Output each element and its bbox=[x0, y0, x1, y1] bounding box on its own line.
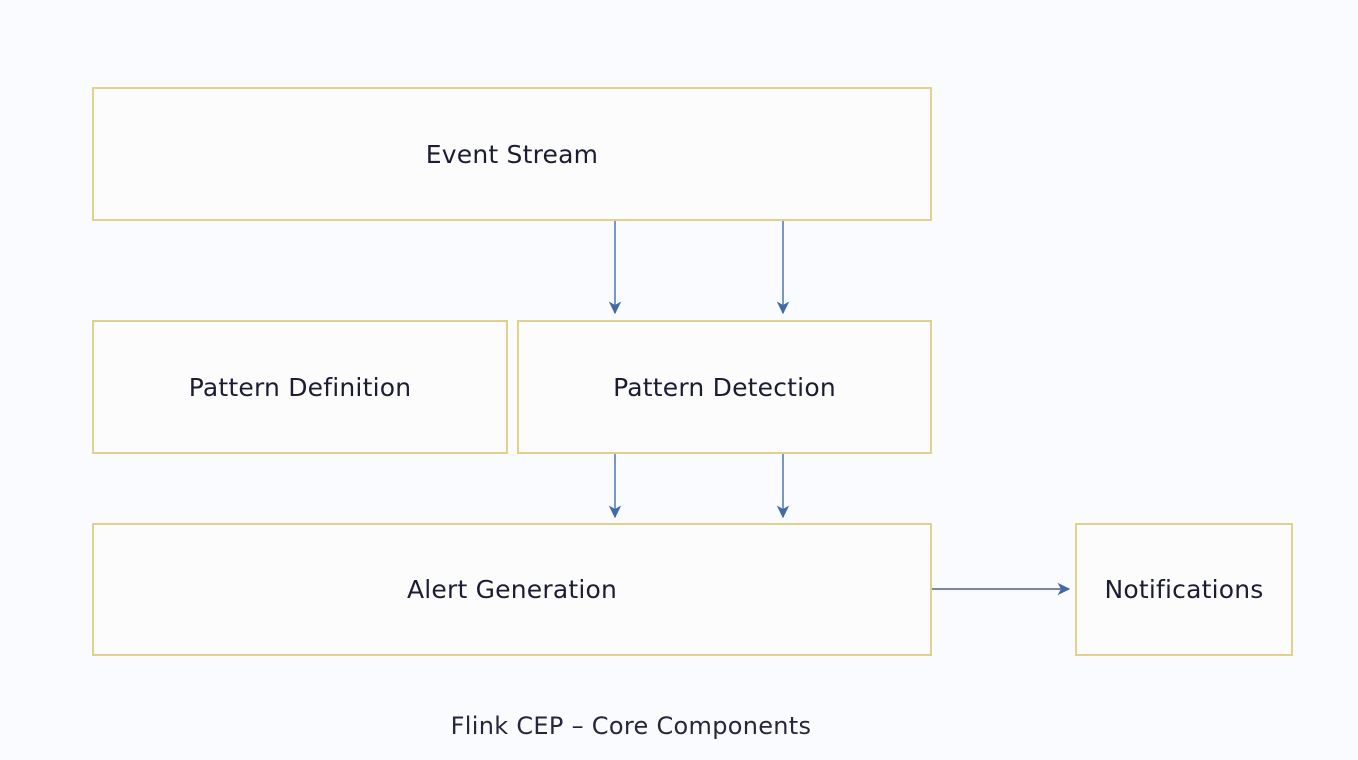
node-notifications[interactable]: Notifications bbox=[1075, 523, 1293, 656]
node-event-stream[interactable]: Event Stream bbox=[92, 87, 932, 221]
node-alert-generation-label: Alert Generation bbox=[406, 575, 618, 604]
diagram-caption: Flink CEP – Core Components bbox=[450, 712, 812, 740]
node-alert-generation[interactable]: Alert Generation bbox=[92, 523, 932, 656]
node-pattern-detection[interactable]: Pattern Detection bbox=[517, 320, 932, 454]
node-pattern-definition-label: Pattern Definition bbox=[188, 372, 412, 402]
node-pattern-definition[interactable]: Pattern Definition bbox=[92, 320, 508, 454]
node-pattern-detection-label: Pattern Detection bbox=[613, 372, 836, 402]
node-notifications-label: Notifications bbox=[1104, 575, 1264, 604]
node-event-stream-label: Event Stream bbox=[425, 139, 599, 169]
